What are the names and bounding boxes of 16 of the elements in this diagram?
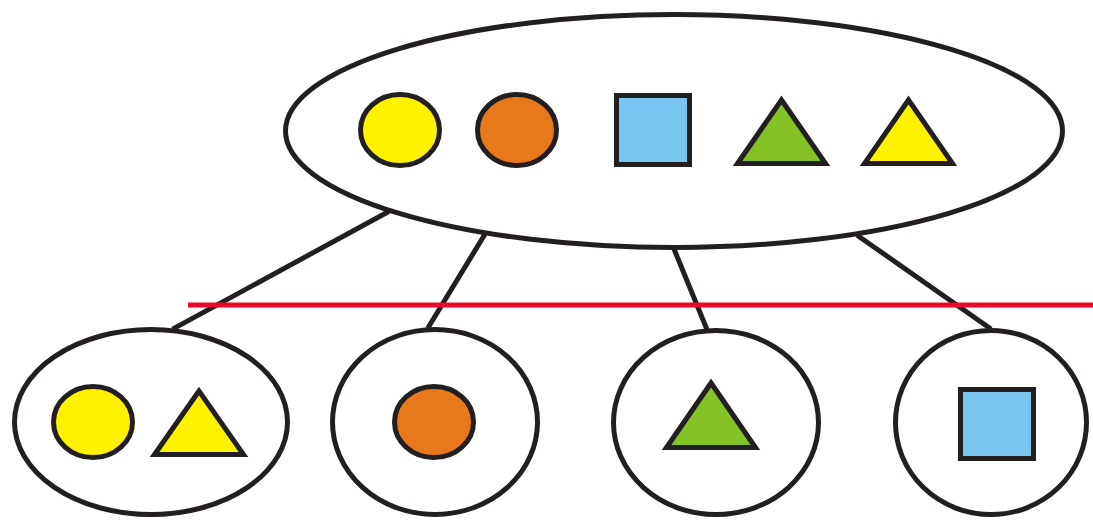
square-shape [614, 93, 692, 167]
connector-line [671, 248, 710, 331]
triangle-shape [735, 95, 828, 166]
circle-shape [358, 92, 442, 168]
ellipse-shape [12, 327, 290, 517]
ellipse-shape [283, 12, 1065, 250]
square-shape [958, 387, 1036, 461]
triangle-shape [664, 378, 758, 450]
ellipse-shape [330, 327, 540, 517]
triangle-shape [862, 95, 955, 166]
circle-shape [51, 384, 135, 460]
ellipse-shape [893, 328, 1089, 517]
circle-shape [392, 384, 476, 460]
ellipse-shape [611, 328, 821, 517]
circle-shape [475, 92, 559, 168]
triangle-shape [152, 386, 246, 457]
